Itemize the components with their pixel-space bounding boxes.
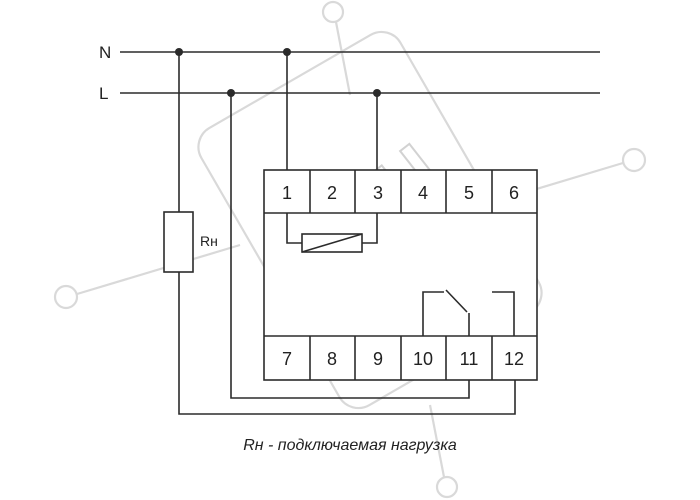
line-label-l: L <box>99 84 108 103</box>
load-resistor <box>163 211 194 273</box>
terminal-2: 2 <box>327 183 337 203</box>
terminal-9: 9 <box>373 349 383 369</box>
terminal-12: 12 <box>504 349 524 369</box>
terminal-11: 11 <box>460 349 479 369</box>
relay-coil <box>286 213 378 253</box>
wire-load-to-terminal-12 <box>178 272 516 415</box>
wire-l-to-terminal-11 <box>230 93 470 399</box>
terminal-7: 7 <box>282 349 292 369</box>
terminal-5: 5 <box>464 183 474 203</box>
relay-contacts <box>422 289 515 336</box>
load-label: Rн <box>200 233 218 249</box>
line-label-n: N <box>99 43 111 62</box>
terminal-1: 1 <box>282 183 292 203</box>
terminal-8: 8 <box>327 349 337 369</box>
terminal-6: 6 <box>509 183 519 203</box>
caption: Rн - подключаемая нагрузка <box>243 437 457 454</box>
terminal-10: 10 <box>413 349 433 369</box>
terminal-4: 4 <box>418 183 428 203</box>
terminal-3: 3 <box>373 183 383 203</box>
